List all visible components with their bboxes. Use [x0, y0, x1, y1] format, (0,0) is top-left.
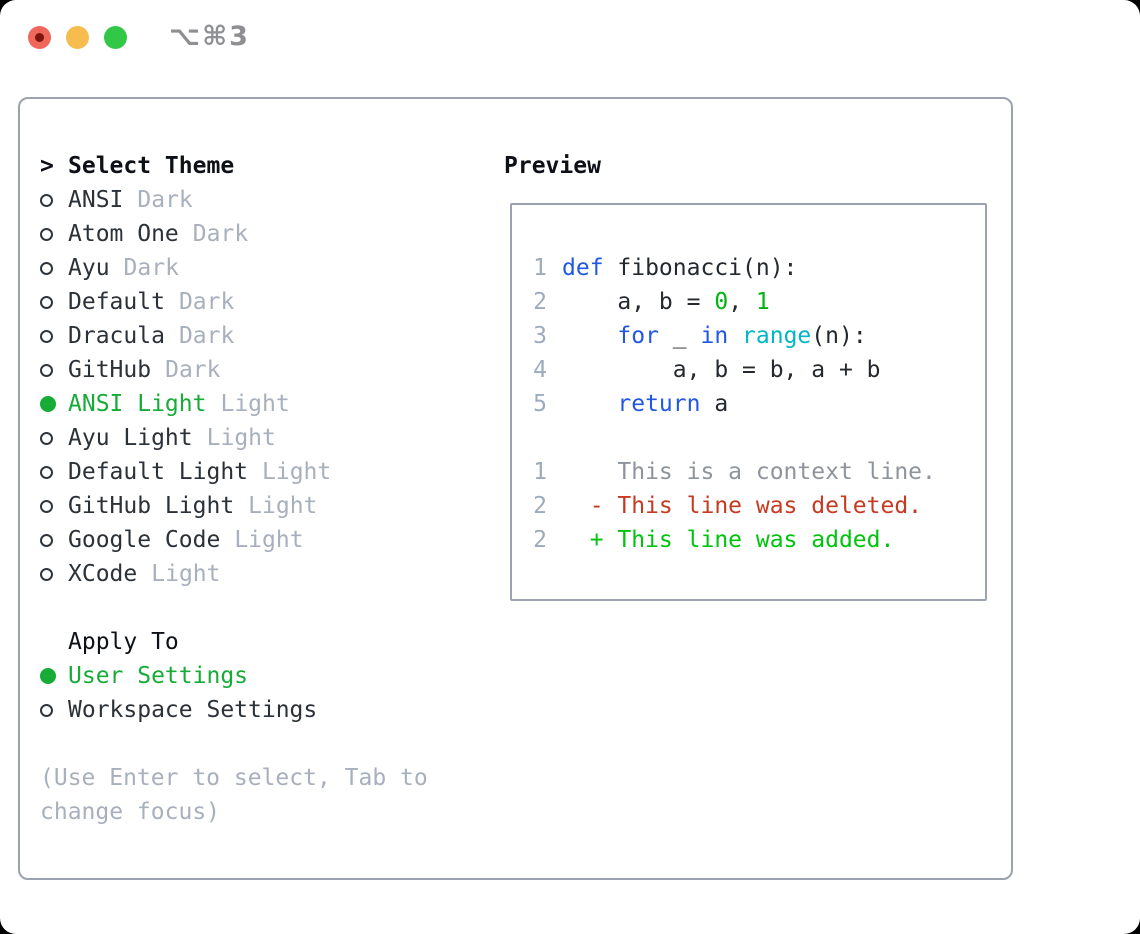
code-text: This is a context line.: [562, 459, 936, 485]
theme-variant-tag: Dark: [178, 323, 235, 349]
code-line: 2 a, b = 0, 1: [532, 285, 985, 319]
close-button[interactable]: [28, 26, 51, 49]
theme-option-label: Default Light: [68, 459, 249, 485]
radio-unselected-icon: [40, 329, 53, 343]
line-number: 2: [533, 289, 547, 315]
theme-variant-tag: Light: [248, 493, 318, 519]
line-number: 4: [533, 357, 547, 383]
theme-option-default-light[interactable]: Default Light Light: [40, 455, 510, 489]
theme-option-label: Default: [68, 289, 165, 315]
apply-option-label: User Settings: [68, 663, 249, 689]
apply-to-header: Apply To: [40, 625, 510, 659]
line-number: 2: [533, 493, 547, 519]
code-text: - This line was deleted.: [562, 493, 923, 519]
radio-unselected-icon: [40, 567, 53, 581]
theme-option-label: Atom One: [68, 221, 179, 247]
radio-unselected-icon: [40, 227, 53, 241]
line-number: 5: [533, 391, 547, 417]
line-number: 1: [533, 459, 547, 485]
radio-selected-icon: [40, 668, 56, 684]
theme-option-label: GitHub Light: [68, 493, 235, 519]
theme-option-label: Ayu: [68, 255, 110, 281]
theme-option-atom-one[interactable]: Atom One Dark: [40, 217, 510, 251]
minimize-button[interactable]: [66, 26, 89, 49]
code-blank-line: [532, 421, 985, 455]
theme-variant-tag: Dark: [165, 357, 221, 383]
line-number: 2: [533, 527, 547, 553]
theme-option-label: Dracula: [68, 323, 165, 349]
keyboard-hint: (Use Enter to select, Tab to change focu…: [40, 765, 428, 825]
theme-option-label: ANSI Light: [68, 391, 207, 417]
apply-to-title: Apply To: [68, 629, 179, 655]
window-title: ⌥⌘3: [169, 21, 250, 52]
code-text: a, b = 0, 1: [562, 289, 770, 315]
code-line: 2 - This line was deleted.: [532, 489, 985, 523]
code-text: for _ in range(n):: [617, 323, 867, 349]
theme-option-ayu-light[interactable]: Ayu Light Light: [40, 421, 510, 455]
theme-option-github[interactable]: GitHub Dark: [40, 353, 510, 387]
radio-unselected-icon: [40, 465, 53, 479]
select-theme-header: > Select Theme: [40, 149, 510, 183]
theme-option-default[interactable]: Default Dark: [40, 285, 510, 319]
code-line: 2 + This line was added.: [532, 523, 985, 557]
theme-option-label: GitHub: [68, 357, 152, 383]
code-line: 1 def fibonacci(n):: [532, 251, 985, 285]
close-dot-icon: [35, 33, 44, 42]
radio-unselected-icon: [40, 363, 53, 377]
radio-unselected-icon: [40, 499, 53, 513]
line-number: 3: [533, 323, 547, 349]
code-text: return a: [617, 391, 729, 417]
cursor-caret-icon: >: [40, 153, 54, 179]
theme-option-github-light[interactable]: GitHub Light Light: [40, 489, 510, 523]
zoom-button[interactable]: [104, 26, 127, 49]
theme-variant-tag: Light: [151, 561, 221, 587]
code-text: + This line was added.: [562, 527, 895, 553]
radio-selected-icon: [40, 396, 56, 412]
theme-variant-tag: Dark: [178, 289, 235, 315]
theme-variant-tag: Light: [262, 459, 332, 485]
theme-option-dracula[interactable]: Dracula Dark: [40, 319, 510, 353]
code-line: 4 a, b = b, a + b: [532, 353, 985, 387]
theme-option-ayu[interactable]: Ayu Dark: [40, 251, 510, 285]
traffic-lights: [28, 26, 127, 49]
theme-option-ansi[interactable]: ANSI Dark: [40, 183, 510, 217]
radio-unselected-icon: [40, 295, 53, 309]
theme-option-xcode[interactable]: XCode Light: [40, 557, 510, 591]
apply-option-user-settings[interactable]: User Settings: [40, 659, 510, 693]
code-text: def fibonacci(n):: [562, 255, 798, 281]
theme-variant-tag: Dark: [192, 221, 249, 247]
theme-variant-tag: Light: [206, 425, 276, 451]
apply-option-label: Workspace Settings: [68, 697, 318, 723]
radio-unselected-icon: [40, 431, 53, 445]
theme-option-label: Ayu Light: [68, 425, 193, 451]
theme-option-label: ANSI: [68, 187, 124, 213]
theme-option-label: XCode: [68, 561, 138, 587]
titlebar: ⌥⌘3: [0, 0, 1140, 97]
theme-option-ansi-light[interactable]: ANSI Light Light: [40, 387, 510, 421]
theme-option-google-code[interactable]: Google Code Light: [40, 523, 510, 557]
code-text: a, b = b, a + b: [562, 357, 881, 383]
theme-variant-tag: Light: [220, 391, 290, 417]
code-line: 1 This is a context line.: [532, 455, 985, 489]
theme-variant-tag: Light: [234, 527, 304, 553]
code-line: 5 return a: [532, 387, 985, 421]
theme-variant-tag: Dark: [137, 187, 193, 213]
radio-unselected-icon: [40, 703, 53, 717]
radio-unselected-icon: [40, 193, 53, 207]
theme-option-label: Google Code: [68, 527, 221, 553]
code-line: 3 for _ in range(n):: [532, 319, 985, 353]
select-theme-title: Select Theme: [68, 153, 235, 179]
radio-unselected-icon: [40, 533, 53, 547]
theme-variant-tag: Dark: [123, 255, 179, 281]
line-number: 1: [533, 255, 547, 281]
apply-option-workspace-settings[interactable]: Workspace Settings: [40, 693, 510, 727]
radio-unselected-icon: [40, 261, 53, 275]
preview-title: Preview: [504, 153, 601, 179]
